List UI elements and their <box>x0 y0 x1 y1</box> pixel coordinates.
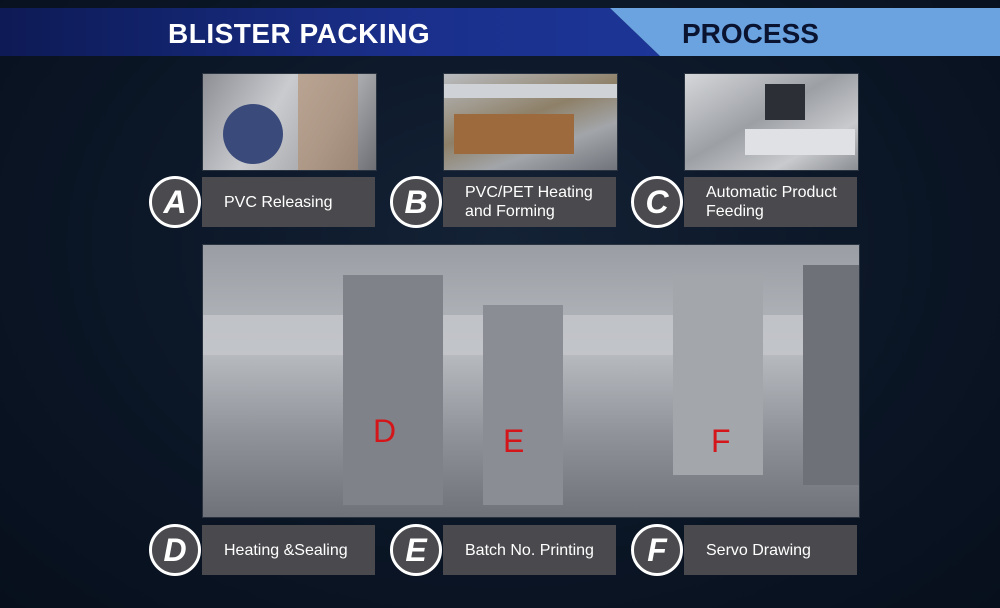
badge-step-f: F <box>631 524 683 576</box>
machine-label-d: D <box>373 413 397 449</box>
photo-product-feeding <box>684 73 859 171</box>
photo-pvc-releasing <box>202 73 377 171</box>
caption-step-b: PVC/PET Heating and Forming <box>443 177 616 227</box>
caption-step-c: Automatic Product Feeding <box>684 177 857 227</box>
header-subtitle: PROCESS <box>682 18 819 49</box>
header-banner-right: PROCESS <box>610 8 1000 56</box>
caption-step-a: PVC Releasing <box>202 177 375 227</box>
caption-step-f: Servo Drawing <box>684 525 857 575</box>
photo-machine-stations: D E F <box>202 244 860 518</box>
header-banner-left: BLISTER PACKING <box>0 8 660 56</box>
machine-label-f: F <box>711 423 731 459</box>
caption-step-d: Heating &Sealing <box>202 525 375 575</box>
caption-label: Heating &Sealing <box>224 541 348 559</box>
caption-label: Batch No. Printing <box>465 541 594 559</box>
badge-step-c: C <box>631 176 683 228</box>
badge-step-e: E <box>390 524 442 576</box>
caption-label: Automatic Product Feeding <box>706 184 837 220</box>
caption-label: PVC Releasing <box>224 193 333 211</box>
header-title: BLISTER PACKING <box>168 18 431 49</box>
machine-label-e: E <box>503 423 525 459</box>
caption-label: PVC/PET Heating and Forming <box>465 184 593 220</box>
photo-heating-forming <box>443 73 618 171</box>
badge-step-b: B <box>390 176 442 228</box>
badge-step-d: D <box>149 524 201 576</box>
caption-step-e: Batch No. Printing <box>443 525 616 575</box>
badge-step-a: A <box>149 176 201 228</box>
caption-label: Servo Drawing <box>706 541 811 559</box>
